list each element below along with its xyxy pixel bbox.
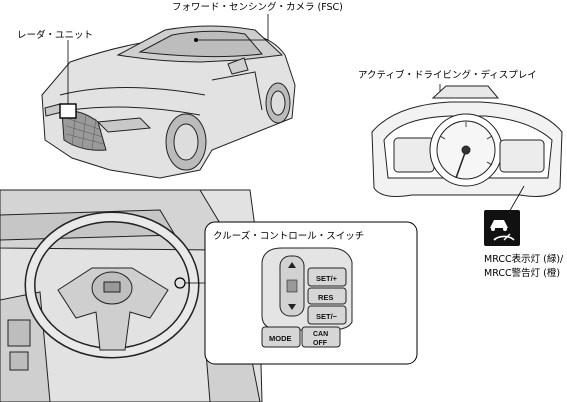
radar-unit-label: レーダ・ユニット — [17, 29, 93, 41]
active-driving-display-label: アクティブ・ドライビング・ディスプレイ — [358, 69, 537, 81]
mode-button — [261, 326, 301, 348]
instrument-cluster — [371, 85, 563, 197]
off-label: OFF — [313, 340, 328, 347]
set-plus-button — [307, 267, 347, 287]
head-up-display-unit — [431, 85, 500, 99]
mode-label: MODE — [269, 334, 292, 343]
mrcc-leader-line — [507, 185, 525, 215]
cruise-switch-label: クルーズ・コントロール・スイッチ — [213, 230, 364, 242]
leader-lines — [67, 14, 441, 104]
car-illustration — [41, 25, 296, 179]
radar-unit-box — [59, 103, 77, 119]
mrcc-label-line2: MRCC警告灯 (橙) — [484, 267, 560, 279]
interior-illustration — [0, 189, 263, 402]
cruise-switch-callout: クルーズ・コントロール・スイッチ SET/+ RES SET/− MODE CA… — [204, 221, 418, 365]
steering-wheel — [24, 211, 200, 359]
set-minus-button — [307, 305, 347, 325]
mrcc-label-line1: MRCC表示灯 (緑)/ — [484, 253, 564, 265]
can-label: CAN — [313, 331, 328, 338]
res-label: RES — [318, 293, 333, 302]
fsc-label: フォワード・センシング・カメラ (FSC) — [172, 1, 343, 13]
set-plus-label: SET/+ — [316, 274, 338, 283]
set-minus-label: SET/− — [316, 312, 338, 321]
mrcc-indicator-icon — [484, 210, 520, 246]
res-button — [307, 287, 347, 305]
cancel-button — [301, 326, 341, 348]
